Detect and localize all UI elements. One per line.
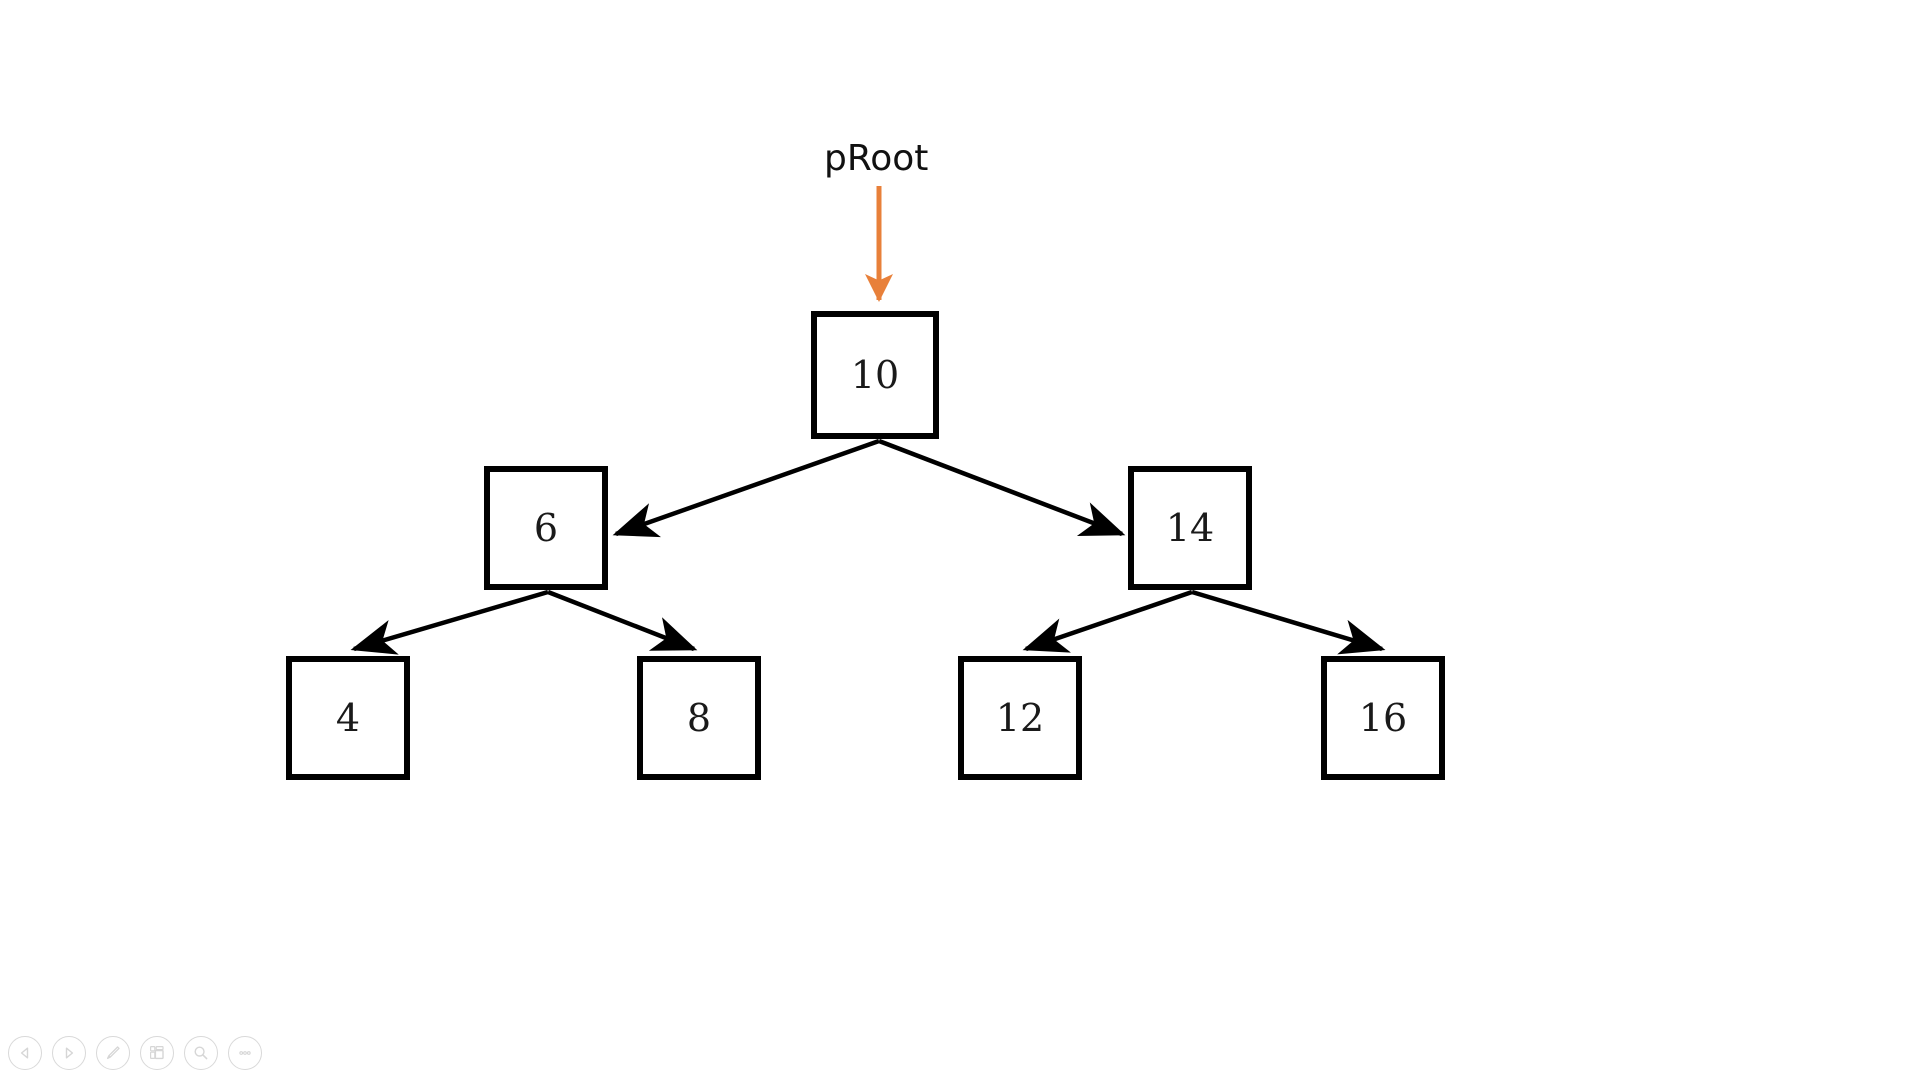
next-button[interactable] (52, 1036, 86, 1070)
tree-node-label: 8 (686, 696, 712, 740)
ellipsis-icon (239, 1051, 251, 1055)
tree-node-label: 16 (1358, 696, 1408, 740)
magnifier-icon (194, 1046, 208, 1060)
triangle-right-icon (65, 1047, 74, 1059)
tree-node-14[interactable]: 14 (1128, 466, 1252, 590)
pen-icon (106, 1046, 120, 1060)
previous-button[interactable] (8, 1036, 42, 1070)
edge-6-to-8 (547, 589, 698, 652)
edge-14-to-12 (1022, 589, 1193, 653)
layers-button[interactable] (140, 1036, 174, 1070)
tree-node-label: 10 (850, 353, 900, 397)
tree-node-6[interactable]: 6 (484, 466, 608, 590)
more-options-button[interactable] (228, 1036, 262, 1070)
edge-10-to-14 (878, 438, 1126, 537)
layers-icon (149, 1045, 164, 1060)
bottom-toolbar (8, 1036, 262, 1070)
tree-node-label: 6 (533, 506, 559, 550)
edge-14-to-16 (1191, 589, 1386, 655)
tree-node-16[interactable]: 16 (1321, 656, 1445, 780)
edge-6-to-4 (350, 589, 549, 655)
tree-node-4[interactable]: 4 (286, 656, 410, 780)
proot-label: pRoot (824, 138, 929, 179)
tree-node-label: 14 (1165, 506, 1215, 550)
tree-node-12[interactable]: 12 (958, 656, 1082, 780)
tree-node-10[interactable]: 10 (811, 311, 939, 439)
tree-node-label: 4 (335, 696, 361, 740)
tree-node-label: 12 (995, 696, 1045, 740)
zoom-button[interactable] (184, 1036, 218, 1070)
pen-tool-button[interactable] (96, 1036, 130, 1070)
edge-10-to-6 (612, 438, 880, 538)
triangle-left-icon (20, 1047, 29, 1059)
tree-node-8[interactable]: 8 (637, 656, 761, 780)
